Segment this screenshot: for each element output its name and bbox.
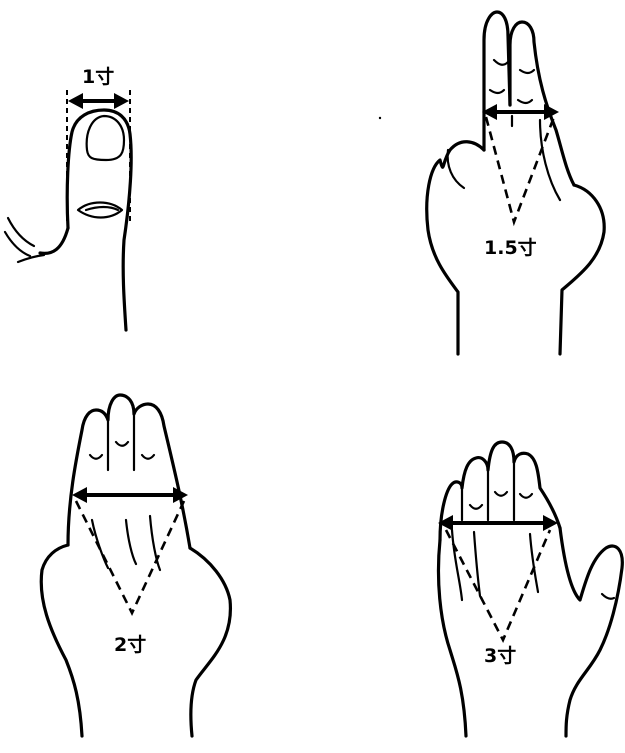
index-finger-outline xyxy=(484,12,510,150)
palm-outline-3 xyxy=(41,545,82,736)
four-finger-width-arrow xyxy=(438,515,558,531)
three-finger-width-figure: 2寸 xyxy=(41,395,230,736)
label-1-5-cun: 1.5寸 xyxy=(484,236,537,259)
thumb-width-arrow xyxy=(68,93,129,109)
thumb-outline xyxy=(67,110,131,330)
four-finger-width-figure: 3寸 xyxy=(438,442,622,736)
three-fingers-outline xyxy=(68,395,190,548)
palm-outline xyxy=(427,142,484,354)
label-1-cun: 1寸 xyxy=(82,65,114,88)
two-finger-width-figure: 1.5寸 xyxy=(427,12,604,354)
stray-dot xyxy=(379,117,381,119)
four-fingers-outline xyxy=(440,442,560,540)
palm-outline-4 xyxy=(438,540,466,736)
label-2-cun: 2寸 xyxy=(114,633,146,656)
label-3-cun: 3寸 xyxy=(484,644,516,667)
middle-finger-outline xyxy=(510,22,574,185)
thumbnail xyxy=(87,116,124,160)
three-finger-width-arrow xyxy=(72,487,188,503)
thumb-width-figure: 1寸 xyxy=(5,65,131,330)
two-finger-width-arrow xyxy=(482,104,559,120)
